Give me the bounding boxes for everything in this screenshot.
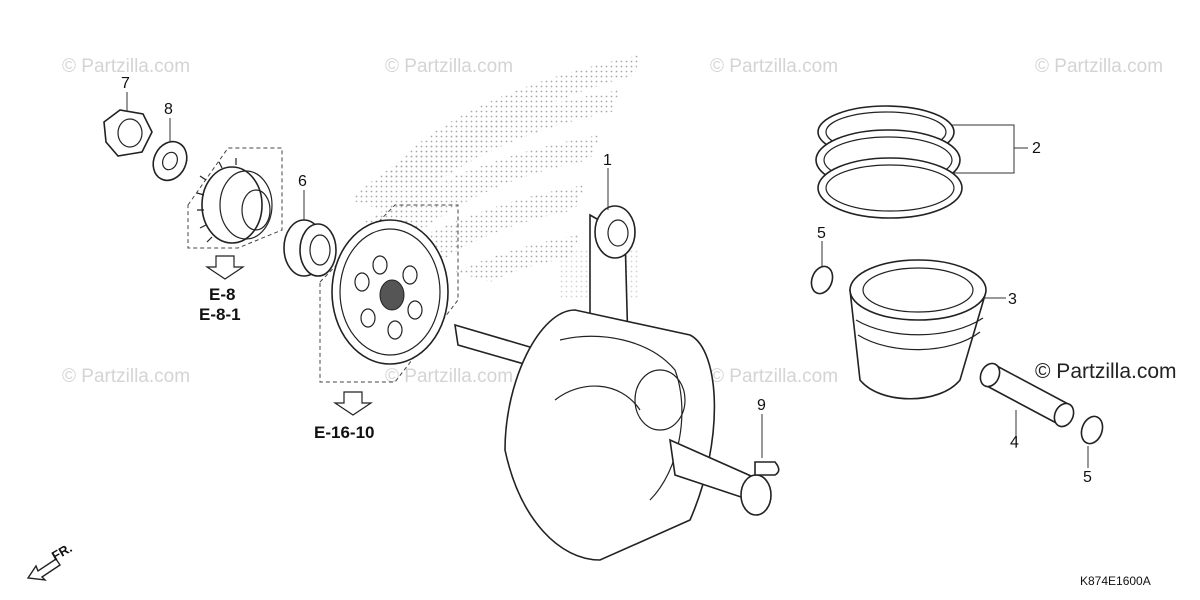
watermark: © Partzilla.com [710, 56, 838, 77]
watermark: © Partzilla.com [62, 366, 190, 387]
watermark: © Partzilla.com [385, 56, 513, 77]
callout-8: 8 [164, 101, 173, 118]
callout-7: 7 [121, 75, 130, 92]
part-9-woodruff-key[interactable] [754, 461, 780, 476]
callout-1: 1 [603, 152, 612, 169]
group-outline-e8 [187, 147, 283, 249]
part-7-nut[interactable] [103, 109, 153, 157]
watermark: © Partzilla.com [1035, 56, 1163, 77]
group-outline-e16 [319, 204, 459, 383]
diagram-code: K874E1600A [1080, 574, 1151, 588]
callout-9: 9 [757, 397, 766, 414]
reference-e8[interactable]: E-8 [209, 285, 235, 304]
reference-e8-1[interactable]: E-8-1 [199, 305, 241, 324]
watermark: © Partzilla.com [62, 56, 190, 77]
callout-6: 6 [298, 173, 307, 190]
part-5-piston-pin-clip[interactable] [808, 263, 836, 296]
watermark: © Partzilla.com [710, 366, 838, 387]
part-2-piston-rings[interactable] [815, 105, 963, 219]
leader-lines [126, 92, 1089, 468]
callout-5: 5 [1083, 469, 1092, 486]
callout-5: 5 [817, 225, 826, 242]
callout-3: 3 [1008, 291, 1017, 308]
reference-e16-10[interactable]: E-16-10 [314, 423, 374, 442]
part-1-crankshaft[interactable] [454, 205, 772, 561]
front-direction-arrow-icon [26, 558, 61, 581]
part-5-piston-pin-clip[interactable] [1078, 413, 1106, 446]
primary-drive-gear[interactable] [196, 158, 273, 244]
part-3-piston[interactable] [849, 259, 987, 400]
callout-2: 2 [1032, 140, 1041, 157]
watermark: © Partzilla.com [385, 366, 513, 387]
callout-4: 4 [1010, 434, 1019, 451]
watermark-large: © Partzilla.com [1035, 360, 1177, 383]
reference-arrow-icon [205, 255, 245, 280]
front-direction-label: FR. [49, 540, 75, 563]
part-6-needle-bearing[interactable] [283, 219, 337, 277]
crank-timing-gear[interactable] [331, 219, 449, 365]
reference-arrow-icon [333, 391, 373, 416]
part-8-washer[interactable] [147, 136, 193, 186]
part-4-piston-pin[interactable] [977, 360, 1077, 429]
